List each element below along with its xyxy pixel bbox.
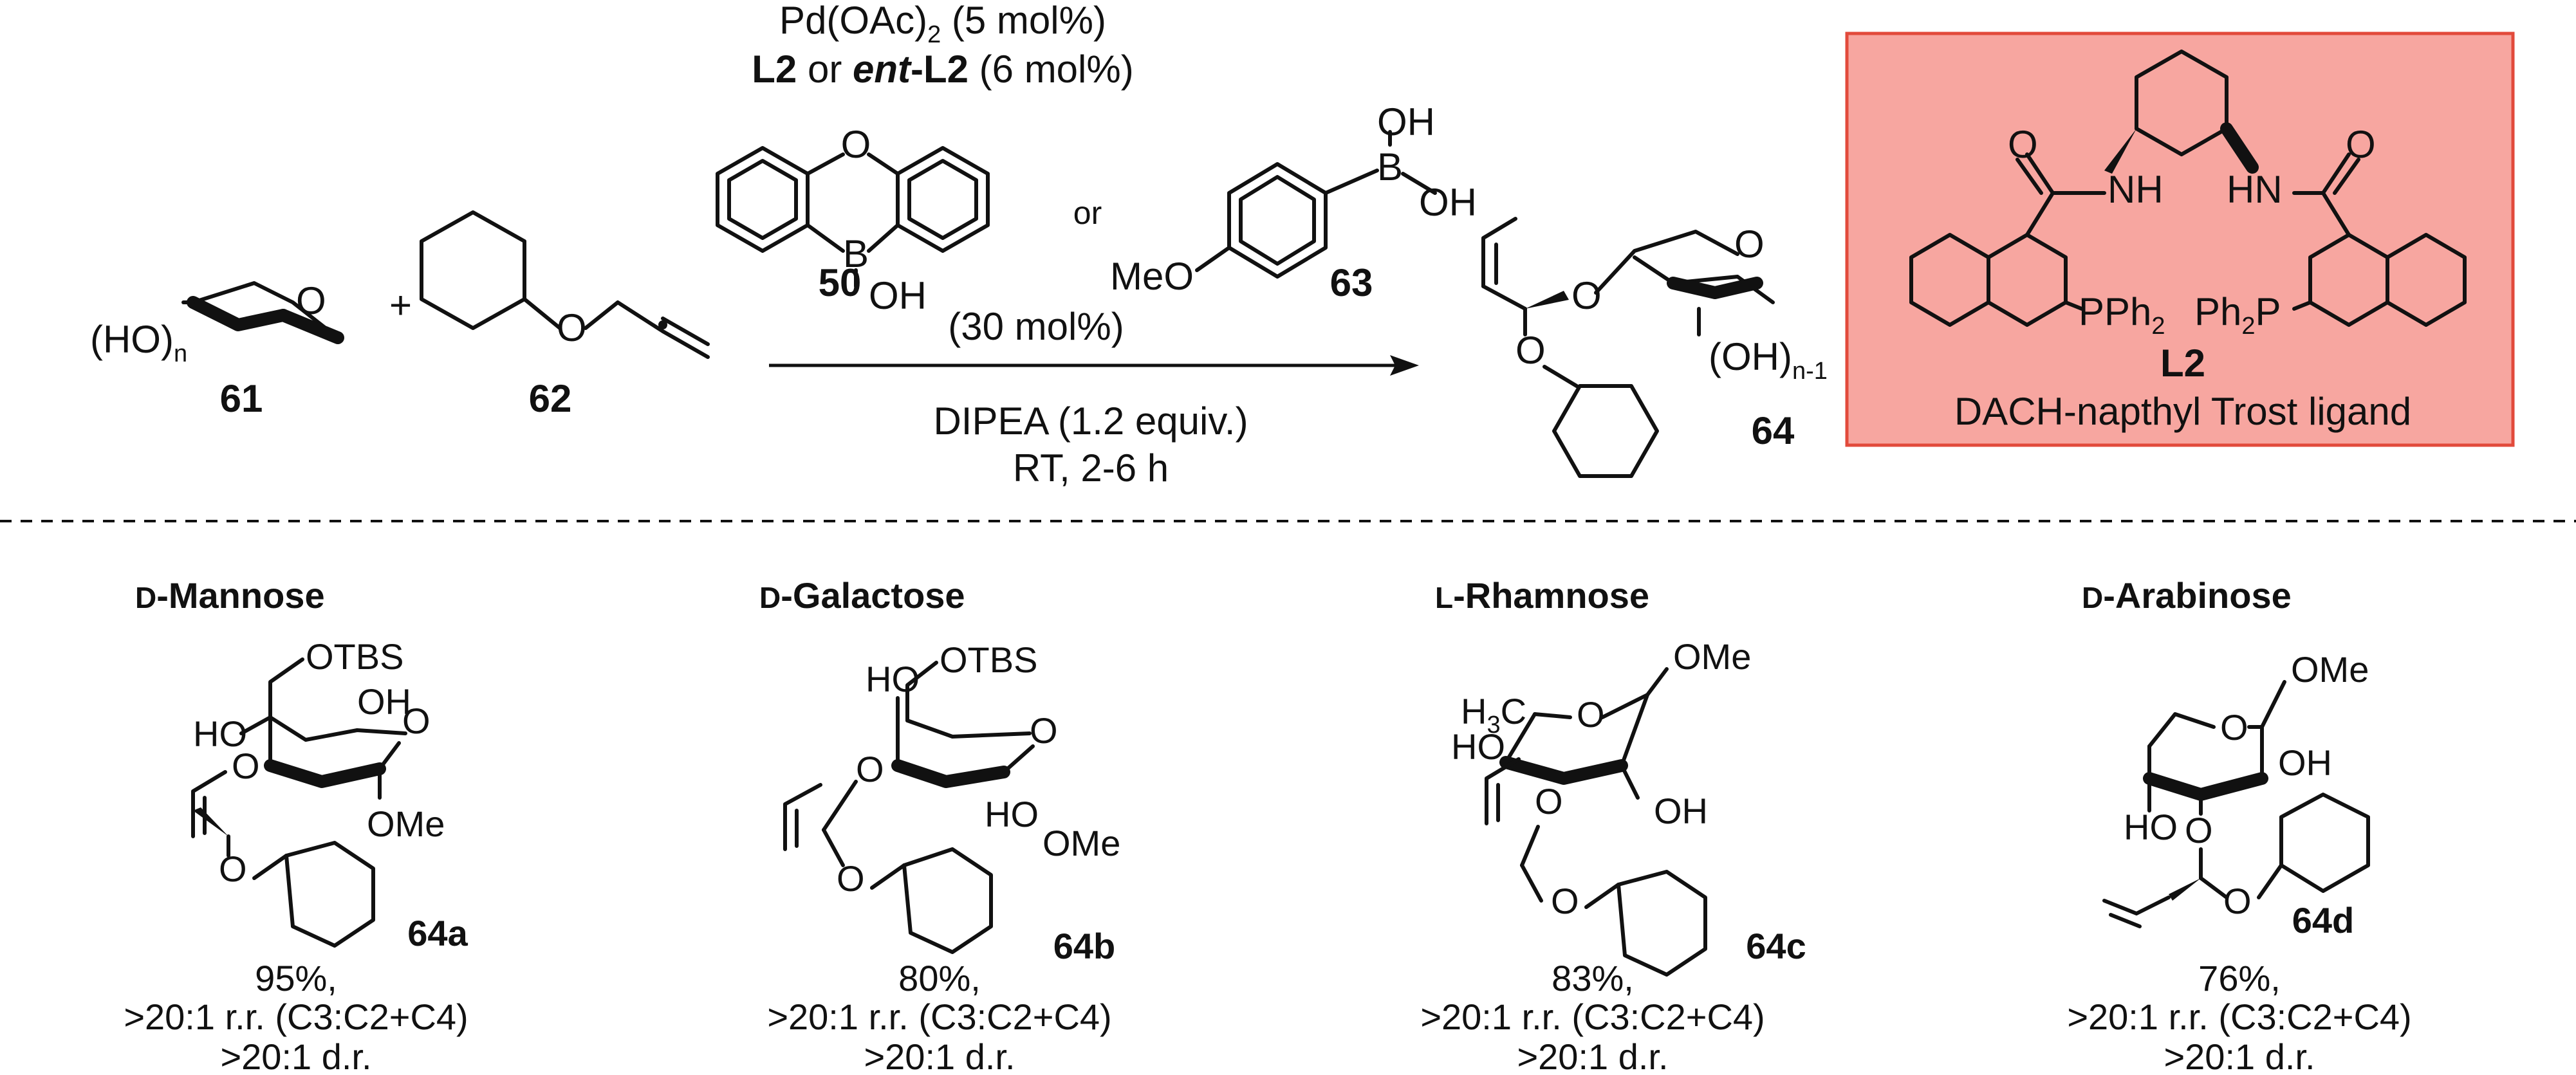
group-ho: HO — [866, 659, 920, 699]
compound-62: O 62 — [420, 210, 710, 420]
catalyst-50-boron: B — [843, 232, 869, 275]
compound-label: 64c — [1746, 926, 1806, 966]
cyclohexyl-oxygen: O — [219, 849, 247, 889]
time-temperature: RT, 2-6 h — [1013, 446, 1169, 490]
diastereoselectivity: >20:1 d.r. — [2164, 1036, 2315, 1075]
ether-oxygen: O — [232, 746, 260, 786]
sugar-name: D-Galactose — [759, 575, 965, 616]
ligand-title: L2 — [2160, 342, 2205, 385]
cyclohexyl-oxygen: O — [2223, 881, 2252, 921]
ring-oxygen: O — [1030, 710, 1058, 751]
group-ome: OMe — [1042, 823, 1120, 863]
product-64d: D-Arabinose OMe O OH HO O O 64d 76%, >20… — [2067, 575, 2411, 1075]
compound-61-label: 61 — [220, 377, 263, 420]
compound-64: O O O (OH)n-1 64 — [1481, 217, 1828, 478]
yield: 80%, — [898, 958, 981, 998]
product-64a: D-Mannose OTBS HO OH O OMe O O 64a 95%, … — [124, 575, 468, 1075]
yield: 83%, — [1552, 958, 1634, 998]
base-condition: DIPEA (1.2 equiv.) — [933, 400, 1248, 443]
product-64b: D-Galactose HO OTBS O O HO OMe O 64b 80%… — [759, 575, 1120, 1075]
ligand-carbonyl-left: O — [2008, 123, 2038, 166]
product-ring-oxygen: O — [1734, 223, 1765, 266]
catalyst-50-oxygen: O — [841, 123, 871, 166]
ligand-line: L2 or ent-L2 (6 mol%) — [752, 48, 1133, 91]
compound-label: 64d — [2292, 900, 2355, 941]
ring-oxygen: O — [2220, 707, 2248, 748]
ligand-box: NH HN O O PPh2 Ph2P L2 DACH-napthyl Tros… — [1845, 32, 2515, 447]
catalyst-63-hydroxyl-top: OH — [1377, 100, 1435, 143]
ether-oxygen: O — [1535, 781, 1563, 822]
catalyst-50-label: 50 — [819, 261, 862, 304]
catalyst-63-boron: B — [1377, 145, 1403, 188]
ligand-phosphine-left: PPh2 — [2079, 290, 2165, 340]
group-ho-c2: HO — [985, 794, 1039, 834]
compound-label: 64a — [407, 913, 468, 953]
hydroxyl-group: (HO)n — [90, 318, 187, 367]
catalyst-63-hydroxyl-bottom: OH — [1419, 181, 1477, 224]
ether-oxygen: O — [856, 749, 884, 789]
yield: 76%, — [2198, 958, 2281, 998]
sugar-name: L-Rhamnose — [1435, 575, 1649, 616]
palladium-catalyst: Pd(OAc)2 (5 mol%) — [779, 0, 1106, 48]
compound-64-label: 64 — [1752, 409, 1795, 452]
sugar-name: D-Arabinose — [2082, 575, 2292, 616]
group-otbs: OTBS — [306, 636, 403, 677]
ring-oxygen: O — [1577, 694, 1605, 735]
reagents: Pd(OAc)2 (5 mol%) L2 or ent-L2 (6 mol%) — [752, 0, 1133, 91]
diastereoselectivity: >20:1 d.r. — [220, 1036, 371, 1075]
ring-oxygen: O — [296, 279, 326, 322]
group-otbs: OTBS — [940, 639, 1037, 680]
ligand-nh-right: HN — [2227, 168, 2283, 211]
product-64c: L-Rhamnose H3C HO O O OMe OH O 64c 83%, … — [1420, 575, 1806, 1075]
ligand-phosphine-right: Ph2P — [2194, 290, 2281, 340]
group-methyl: H3C — [1461, 691, 1526, 739]
regioselectivity: >20:1 r.r. (C3:C2+C4) — [1420, 997, 1765, 1037]
group-ho: HO — [2124, 807, 2178, 847]
catalyst-63-label: 63 — [1330, 261, 1373, 304]
group-ho: HO — [1451, 726, 1505, 767]
cyclohexyl-oxygen: O — [1551, 881, 1579, 921]
catalyst-63-methoxy: MeO — [1110, 255, 1194, 298]
compound-label: 64b — [1053, 926, 1116, 966]
catalyst-50-hydroxyl: OH — [869, 274, 927, 317]
product-acetal-oxygen: O — [1515, 329, 1546, 372]
product-ether-oxygen: O — [1571, 274, 1602, 317]
yield: 95%, — [255, 958, 337, 998]
cyclohexyl-oxygen: O — [837, 858, 865, 899]
regioselectivity: >20:1 r.r. (C3:C2+C4) — [124, 997, 468, 1037]
catalyst-or: or — [1073, 195, 1102, 231]
catalyst-63: B OH OH MeO 63 — [1110, 100, 1477, 304]
ligand-carbonyl-right: O — [2346, 123, 2376, 166]
ligand-caption: DACH-napthyl Trost ligand — [1954, 390, 2411, 433]
ether-oxygen: O — [2185, 810, 2213, 850]
plus-sign: + — [389, 284, 412, 327]
group-oh: OH — [1654, 791, 1708, 831]
group-ome: OMe — [2291, 649, 2369, 690]
ether-oxygen: O — [557, 306, 587, 349]
group-oh: OH — [2278, 742, 2332, 783]
diastereoselectivity: >20:1 d.r. — [1517, 1036, 1668, 1075]
regioselectivity: >20:1 r.r. (C3:C2+C4) — [767, 997, 1111, 1037]
group-ho: HO — [193, 713, 247, 754]
diastereoselectivity: >20:1 d.r. — [864, 1036, 1015, 1075]
sugar-name: D-Mannose — [135, 575, 325, 616]
group-oh: OH — [357, 681, 411, 722]
catalyst-loading: (30 mol%) — [948, 305, 1124, 348]
compound-61: O (HO)n 61 — [90, 279, 344, 420]
group-ome: OMe — [367, 804, 445, 844]
group-ome: OMe — [1673, 636, 1751, 677]
compound-62-label: 62 — [529, 377, 572, 420]
catalyst-50: O B OH 50 — [716, 123, 990, 317]
product-hydroxyl-group: (OH)n-1 — [1709, 335, 1828, 385]
ligand-nh-left: NH — [2108, 168, 2164, 211]
regioselectivity: >20:1 r.r. (C3:C2+C4) — [2067, 997, 2411, 1037]
reaction-arrow — [769, 355, 1419, 376]
